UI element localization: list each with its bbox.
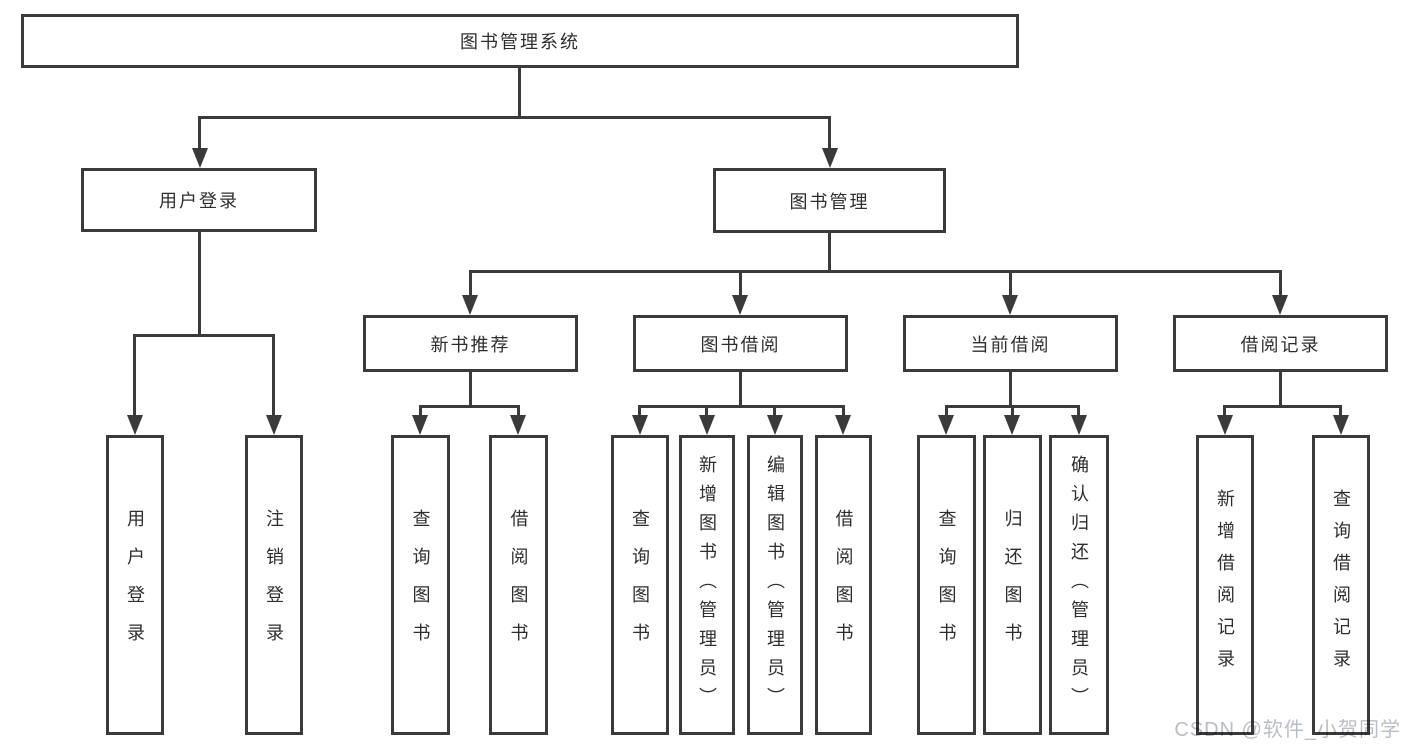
- node-user-login-leaf: 用户登录: [106, 435, 164, 735]
- arrowhead-icon: [1002, 295, 1018, 315]
- connector-line: [133, 334, 275, 337]
- connector-line: [1279, 372, 1282, 407]
- node-query-borrow-record-label: 查询借阅记录: [1331, 489, 1351, 681]
- node-book-borrowing: 图书借阅: [633, 315, 848, 372]
- node-current-borrowing: 当前借阅: [903, 315, 1118, 372]
- connector-line: [1009, 372, 1012, 407]
- connector-line: [469, 270, 1282, 273]
- arrowhead-icon: [822, 148, 838, 168]
- connector-line: [739, 270, 742, 297]
- node-add-book-admin: 新增图书（管理员）: [679, 435, 735, 735]
- node-edit-book-admin-label: 编辑图书（管理员）: [765, 454, 785, 716]
- arrowhead-icon: [510, 415, 526, 435]
- arrowhead-icon: [192, 148, 208, 168]
- connector-line: [1077, 405, 1080, 418]
- node-logout-leaf: 注销登录: [245, 435, 303, 735]
- connector-line: [419, 405, 422, 418]
- node-return-book-label: 归还图书: [1002, 509, 1023, 661]
- node-add-borrow-record-label: 新增借阅记录: [1215, 489, 1235, 681]
- node-edit-book-admin: 编辑图书（管理员）: [747, 435, 803, 735]
- connector-line: [1011, 405, 1014, 418]
- node-user-login-label: 用户登录: [159, 191, 239, 211]
- node-add-borrow-record: 新增借阅记录: [1196, 435, 1254, 735]
- node-query-books-recommend-label: 查询图书: [410, 509, 431, 661]
- connector-line: [198, 116, 201, 152]
- node-book-management-label: 图书管理: [789, 191, 870, 212]
- connector-line: [198, 232, 201, 336]
- connector-line: [517, 405, 520, 418]
- node-root: 图书管理系统: [21, 14, 1019, 68]
- connector-line: [739, 372, 742, 407]
- connector-line: [469, 270, 472, 297]
- node-confirm-return-admin-label: 确认归还（管理员）: [1069, 454, 1089, 716]
- arrowhead-icon: [1272, 295, 1288, 315]
- node-query-books-current: 查询图书: [917, 435, 976, 735]
- connector-line: [1223, 405, 1226, 418]
- node-root-label: 图书管理系统: [460, 32, 580, 52]
- node-logout-leaf-label: 注销登录: [264, 509, 284, 661]
- arrowhead-icon: [1333, 415, 1349, 435]
- connector-line: [705, 405, 708, 418]
- node-book-management: 图书管理: [713, 168, 946, 233]
- connector-line: [518, 68, 521, 118]
- connector-line: [828, 116, 831, 152]
- arrowhead-icon: [1217, 415, 1233, 435]
- node-book-borrowing-label: 图书借阅: [700, 334, 781, 355]
- connector-line: [945, 405, 948, 418]
- node-user-login-leaf-label: 用户登录: [125, 509, 145, 661]
- arrowhead-icon: [835, 415, 851, 435]
- arrowhead-icon: [1004, 415, 1020, 435]
- connector-line: [133, 334, 136, 418]
- node-confirm-return-admin: 确认归还（管理员）: [1049, 435, 1109, 735]
- node-query-books-borrowing-label: 查询图书: [630, 509, 650, 661]
- arrowhead-icon: [266, 415, 282, 435]
- node-borrow-books-recommend-label: 借阅图书: [508, 509, 529, 661]
- connector-line: [419, 405, 520, 408]
- node-borrow-books-leaf-label: 借阅图书: [833, 509, 854, 661]
- connector-line: [638, 405, 641, 418]
- connector-line: [1279, 270, 1282, 297]
- node-query-borrow-record: 查询借阅记录: [1312, 435, 1370, 735]
- connector-line: [1339, 405, 1342, 418]
- arrowhead-icon: [462, 295, 478, 315]
- node-new-book-recommend: 新书推荐: [363, 315, 578, 372]
- connector-line: [198, 116, 831, 119]
- connector-line: [272, 334, 275, 418]
- connector-line: [773, 405, 776, 418]
- node-add-book-admin-label: 新增图书（管理员）: [697, 454, 717, 716]
- arrowhead-icon: [1071, 415, 1087, 435]
- arrowhead-icon: [127, 415, 143, 435]
- node-query-books-recommend: 查询图书: [391, 435, 450, 735]
- node-borrow-books-recommend: 借阅图书: [489, 435, 548, 735]
- node-user-login: 用户登录: [81, 168, 317, 232]
- arrowhead-icon: [632, 415, 648, 435]
- connector-line: [828, 233, 831, 272]
- connector-line: [638, 405, 845, 408]
- connector-line: [1009, 270, 1012, 297]
- node-return-book: 归还图书: [983, 435, 1042, 735]
- arrowhead-icon: [699, 415, 715, 435]
- node-current-borrowing-label: 当前借阅: [970, 334, 1051, 355]
- arrowhead-icon: [732, 295, 748, 315]
- connector-line: [1223, 405, 1342, 408]
- connector-line: [842, 405, 845, 418]
- node-new-book-recommend-label: 新书推荐: [430, 334, 511, 355]
- watermark: CSDN @软件_小贺同学: [1174, 719, 1401, 741]
- arrowhead-icon: [412, 415, 428, 435]
- arrowhead-icon: [767, 415, 783, 435]
- node-borrowing-records-label: 借阅记录: [1240, 334, 1321, 355]
- node-borrowing-records: 借阅记录: [1173, 315, 1388, 372]
- node-query-books-current-label: 查询图书: [936, 509, 957, 661]
- connector-line: [469, 372, 472, 407]
- arrowhead-icon: [938, 415, 954, 435]
- node-borrow-books-leaf: 借阅图书: [815, 435, 872, 735]
- node-query-books-borrowing: 查询图书: [611, 435, 669, 735]
